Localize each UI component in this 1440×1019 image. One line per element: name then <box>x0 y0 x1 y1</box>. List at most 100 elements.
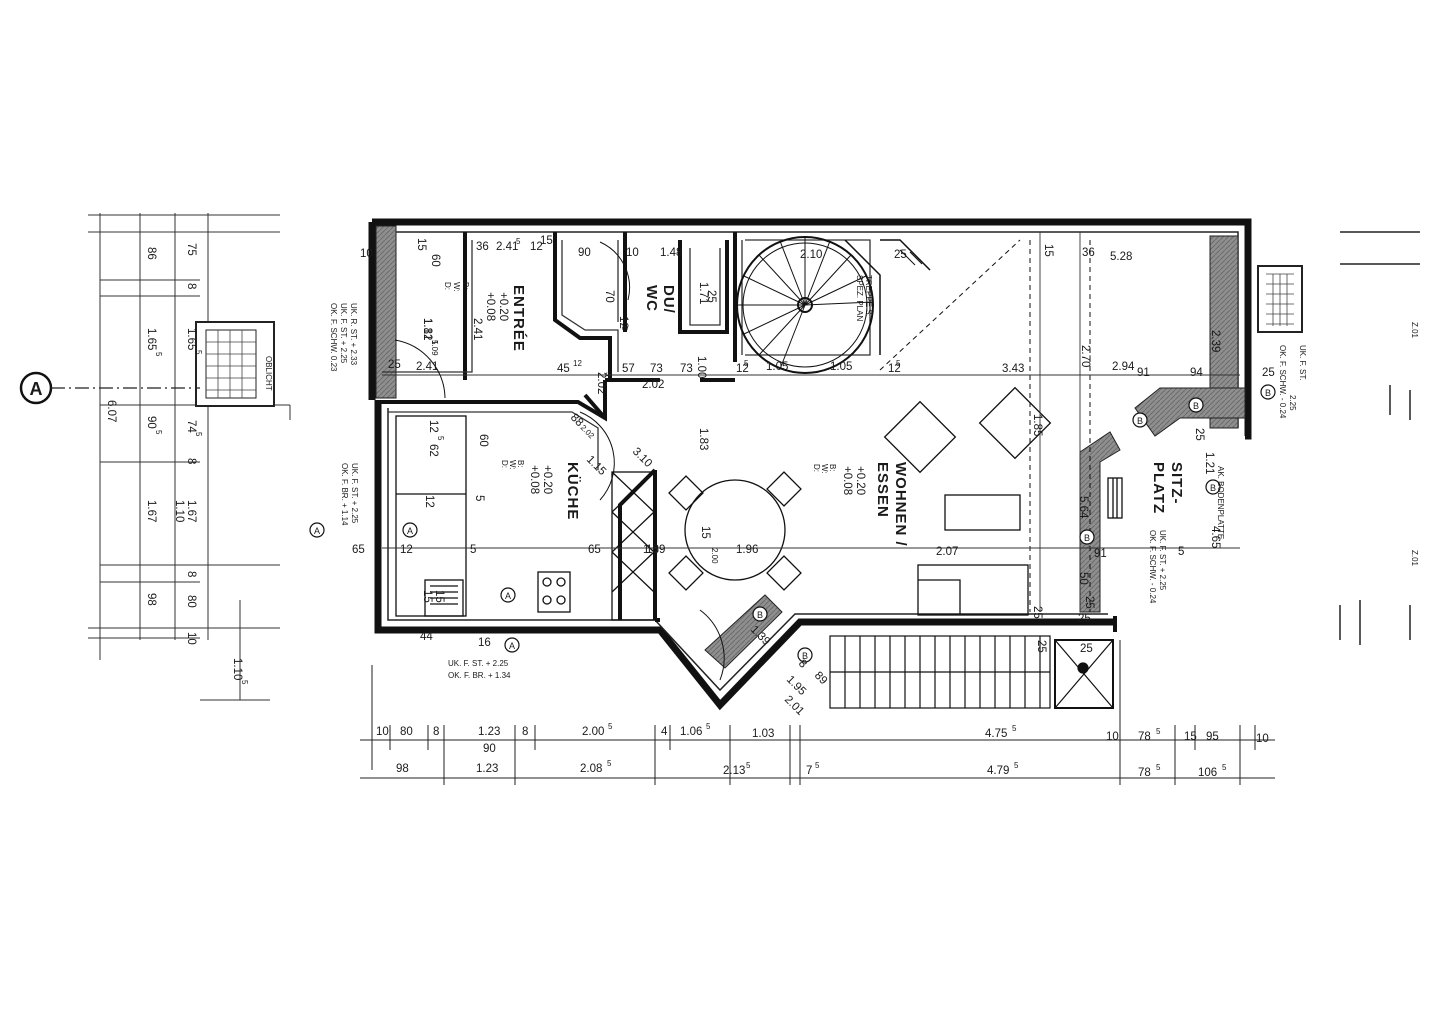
dim-text: 5 <box>436 436 445 441</box>
dim-text: 10 <box>1256 733 1269 745</box>
entree-spec: 2.41 <box>471 318 483 340</box>
dim-text: 1.09 <box>430 340 439 356</box>
entree-spec: B: <box>461 282 470 290</box>
dim-text: 1.95 <box>784 674 808 698</box>
marker-a: A <box>509 641 515 651</box>
dim-text: 25 <box>1035 640 1047 653</box>
dim-text: 8 <box>185 458 197 464</box>
dim-text: 25 <box>1080 643 1093 655</box>
oblicht-label: OBLICHT <box>264 356 273 391</box>
dim-text: 2.07 <box>936 546 958 558</box>
dim-text: 8 <box>522 726 528 738</box>
dim-text: 2.00 <box>710 548 719 564</box>
kueche-spec: +0.20 <box>541 465 553 494</box>
dim-text: 4.75 <box>985 728 1007 740</box>
dim-text: 89 <box>812 670 830 688</box>
marker-a: A <box>314 526 320 536</box>
dim-text: 60 <box>477 434 489 447</box>
dim-text: 75 <box>185 243 197 256</box>
door-swings <box>394 239 1091 681</box>
dim-text: 5.64 <box>1077 496 1089 519</box>
dim-text: 1.10 <box>231 658 243 680</box>
dim-text: 94 <box>1190 367 1203 379</box>
dim-text: 5 <box>1014 761 1019 770</box>
dim-text: 12 <box>423 495 435 508</box>
wohnen-spec: D: <box>812 464 821 472</box>
dim-text: 74 <box>185 420 197 433</box>
dim-text: 1.10 <box>173 500 185 522</box>
section-marker-a: A <box>19 371 200 405</box>
oblicht-window <box>195 321 275 407</box>
dim-text: 86 <box>145 247 157 260</box>
dim-text: 50 <box>1077 572 1089 585</box>
marker-a: A <box>505 591 511 601</box>
dim-text: 5.28 <box>1110 251 1132 263</box>
annotation-notes: OBLICHT TREPPE S. SPEZ. PLAN UK. R. ST. … <box>264 275 1419 680</box>
dim-text: 5 <box>815 761 820 770</box>
dim-text: 4 <box>661 726 668 738</box>
dim-text: 15 <box>415 238 427 251</box>
dim-text: 5 <box>194 432 203 437</box>
dim-text: 3.43 <box>1002 363 1024 375</box>
dim-text: 2.70 <box>1079 345 1091 367</box>
dim-text: 65 <box>588 544 601 556</box>
dim-text: 25 <box>388 359 401 371</box>
wohnen-spec: +0.08 <box>841 466 853 495</box>
marker-b: B <box>1193 401 1199 411</box>
dim-text: 5 <box>194 350 203 355</box>
dim-text: 12 <box>888 363 901 375</box>
dim-text: 106 <box>1198 767 1217 779</box>
interior-walls-thin <box>382 239 871 470</box>
dim-text: 16 <box>478 637 491 649</box>
dim-text: 12 <box>427 420 439 433</box>
right-margin-lines <box>1339 231 1420 645</box>
room-label-du: DU/ <box>660 285 677 314</box>
dim-text: 25 <box>1078 613 1091 625</box>
dim-text: 15 <box>433 590 445 603</box>
dim-text: 4.65 <box>1209 526 1221 548</box>
west-kueche-note: UK. F. ST. + 2.25 <box>350 463 359 524</box>
dim-text: 1.67 <box>145 500 157 522</box>
dim-text: 5 <box>744 359 749 368</box>
dim-text: 10 <box>185 632 197 645</box>
dim-text: 5 <box>604 372 613 377</box>
dim-text: 2.01 <box>782 694 806 718</box>
wohnen-spec: W: <box>820 464 829 474</box>
dim-text: 95 <box>1206 731 1219 743</box>
dim-text: 5 <box>706 722 711 731</box>
entree-spec: W: <box>452 282 461 292</box>
dim-text: 5 <box>240 680 249 685</box>
interior-dimension-lines <box>382 232 1240 612</box>
dim-text: 25 <box>1193 428 1205 441</box>
dim-text: 15 <box>699 526 711 539</box>
west-note: UK. F. ST. + 2.25 <box>339 303 348 364</box>
dim-text: 2.10 <box>800 249 822 261</box>
dim-text: 1.39 <box>643 544 665 556</box>
dim-text: 1.83 <box>697 428 709 450</box>
dim-text: 7 <box>806 765 812 777</box>
dim-text: 5 <box>430 340 439 345</box>
dim-text: 98 <box>396 763 409 775</box>
marker-b: B <box>1265 388 1271 398</box>
dim-text: 1.00 <box>695 356 707 378</box>
dim-text: 65 <box>352 544 365 556</box>
dim-text: 78 <box>1138 767 1151 779</box>
east-window <box>1257 265 1303 333</box>
dim-text: 80 <box>400 726 413 738</box>
dim-text: 90 <box>145 416 157 429</box>
entree-spec: +0.20 <box>497 292 509 321</box>
dim-text: 91 <box>1137 367 1150 379</box>
dims-top: 10 15 60 36 2.41 5 12 15 90 10 1.48 2.10… <box>360 235 1132 267</box>
wohnen-spec: +0.20 <box>854 466 866 495</box>
dim-text: 1.05 <box>766 361 788 373</box>
dims-left-outer: 86 1.65 5 90 5 1.67 98 6.07 <box>105 247 163 606</box>
dim-text: 25 <box>894 249 907 261</box>
dims-bottom-row2: 90 98 1.23 2.08 5 2.13 5 7 5 4.79 5 78 5… <box>396 743 1227 779</box>
east-note: 2.25 <box>1288 395 1297 411</box>
dim-text: 12 <box>617 316 629 329</box>
dim-text: 5 <box>1222 763 1227 772</box>
dim-text: 25 <box>1262 367 1275 379</box>
dim-text: 2.39 <box>1209 330 1221 352</box>
dim-text: 5 <box>1156 727 1161 736</box>
